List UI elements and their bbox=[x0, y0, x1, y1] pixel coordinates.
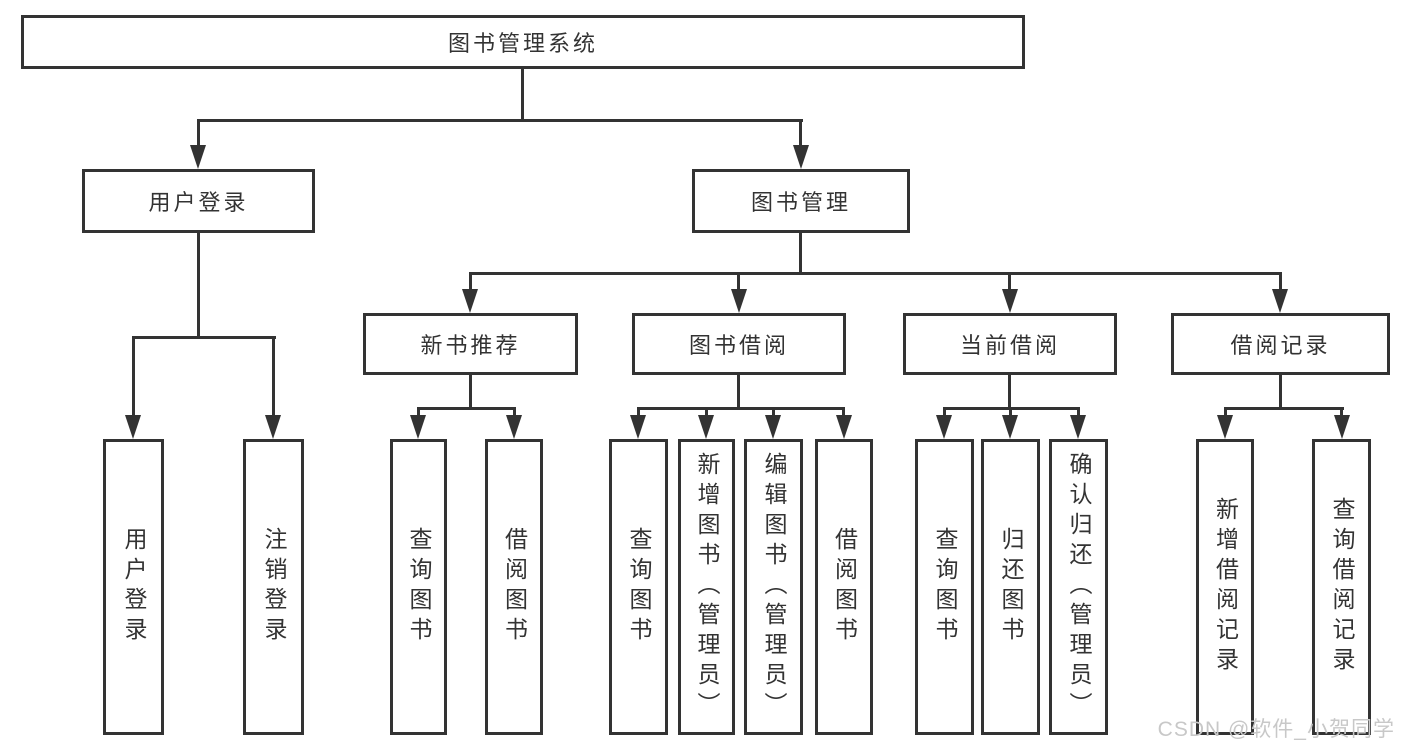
arrowhead-to-leaf bbox=[1217, 415, 1233, 439]
connector-stub bbox=[1077, 407, 1080, 417]
connector-book-borrow-bus bbox=[637, 407, 845, 410]
connector-stub bbox=[1008, 272, 1011, 289]
connector-user-login-stem bbox=[197, 233, 200, 336]
arrowhead-to-leaf bbox=[506, 415, 522, 439]
connector-level2-bus bbox=[197, 119, 803, 122]
connector-stub bbox=[842, 407, 845, 417]
leaf-borrow-book: 借阅图书 bbox=[815, 439, 873, 735]
connector-current-borrow-stem bbox=[1008, 375, 1011, 407]
connector-borrow-records-bus bbox=[1224, 407, 1344, 410]
leaf-borrow-book-recommend: 借阅图书 bbox=[485, 439, 543, 735]
connector-stub bbox=[943, 407, 946, 417]
csdn-watermark: CSDN @软件_小贺同学 bbox=[1157, 718, 1395, 741]
arrowhead-to-borrow-records bbox=[1272, 289, 1288, 313]
connector-level3-bus bbox=[470, 272, 1282, 275]
connector-book-borrow-stem bbox=[737, 375, 740, 407]
leaf-user-login: 用户登录 bbox=[103, 439, 164, 735]
connector-stub bbox=[1009, 407, 1012, 417]
node-new-book-recommend: 新书推荐 bbox=[363, 313, 578, 375]
connector-stub bbox=[705, 407, 708, 417]
node-library-system: 图书管理系统 bbox=[21, 15, 1025, 69]
connector-stub bbox=[469, 272, 472, 289]
leaf-logout: 注销登录 bbox=[243, 439, 304, 735]
arrowhead-to-leaf bbox=[630, 415, 646, 439]
leaf-query-book-current: 查询图书 bbox=[915, 439, 974, 735]
arrowhead-to-book-management bbox=[793, 145, 809, 169]
connector-root-stem bbox=[521, 69, 524, 119]
connector-user-login-bus bbox=[132, 336, 276, 339]
arrowhead-to-leaf bbox=[410, 415, 426, 439]
arrowhead-to-leaf bbox=[936, 415, 952, 439]
arrowhead-to-leaf bbox=[1334, 415, 1350, 439]
node-user-login: 用户登录 bbox=[82, 169, 315, 233]
connector-stub bbox=[1279, 272, 1282, 289]
arrowhead-to-leaf-user-login bbox=[125, 415, 141, 439]
leaf-query-book-recommend: 查询图书 bbox=[390, 439, 447, 735]
arrowhead-to-current-borrow bbox=[1002, 289, 1018, 313]
arrowhead-to-user-login bbox=[190, 145, 206, 169]
connector-stub bbox=[772, 407, 775, 417]
leaf-edit-book-admin: 编辑图书（管理员） bbox=[744, 439, 803, 735]
connector-borrow-records-stem bbox=[1279, 375, 1282, 407]
connector-stub bbox=[417, 407, 420, 417]
arrowhead-to-leaf bbox=[1070, 415, 1086, 439]
leaf-confirm-return-admin: 确认归还（管理员） bbox=[1049, 439, 1108, 735]
connector-stub bbox=[637, 407, 640, 417]
node-current-borrow: 当前借阅 bbox=[903, 313, 1117, 375]
connector-stub bbox=[272, 336, 275, 415]
arrowhead-to-leaf bbox=[765, 415, 781, 439]
connector-stub bbox=[1224, 407, 1227, 417]
arrowhead-to-leaf-logout bbox=[265, 415, 281, 439]
arrowhead-to-leaf bbox=[836, 415, 852, 439]
connector-stub bbox=[513, 407, 516, 417]
arrowhead-to-leaf bbox=[698, 415, 714, 439]
connector-stub bbox=[737, 272, 740, 289]
connector-stub bbox=[1340, 407, 1343, 417]
node-book-borrow: 图书借阅 bbox=[632, 313, 846, 375]
leaf-return-book: 归还图书 bbox=[981, 439, 1040, 735]
leaf-add-book-admin: 新增图书（管理员） bbox=[678, 439, 735, 735]
leaf-query-borrow-record: 查询借阅记录 bbox=[1312, 439, 1371, 735]
arrowhead-to-book-borrow bbox=[731, 289, 747, 313]
connector-new-book-stem bbox=[469, 375, 472, 407]
node-book-management: 图书管理 bbox=[692, 169, 910, 233]
connector-new-book-bus bbox=[417, 407, 516, 410]
leaf-add-borrow-record: 新增借阅记录 bbox=[1196, 439, 1254, 735]
connector-stub bbox=[799, 119, 802, 145]
arrowhead-to-leaf bbox=[1002, 415, 1018, 439]
connector-stub bbox=[197, 119, 200, 145]
connector-stub bbox=[132, 336, 135, 415]
node-borrow-records: 借阅记录 bbox=[1171, 313, 1390, 375]
connector-book-management-stem bbox=[799, 233, 802, 272]
arrowhead-to-new-book bbox=[462, 289, 478, 313]
leaf-query-book-borrow: 查询图书 bbox=[609, 439, 668, 735]
